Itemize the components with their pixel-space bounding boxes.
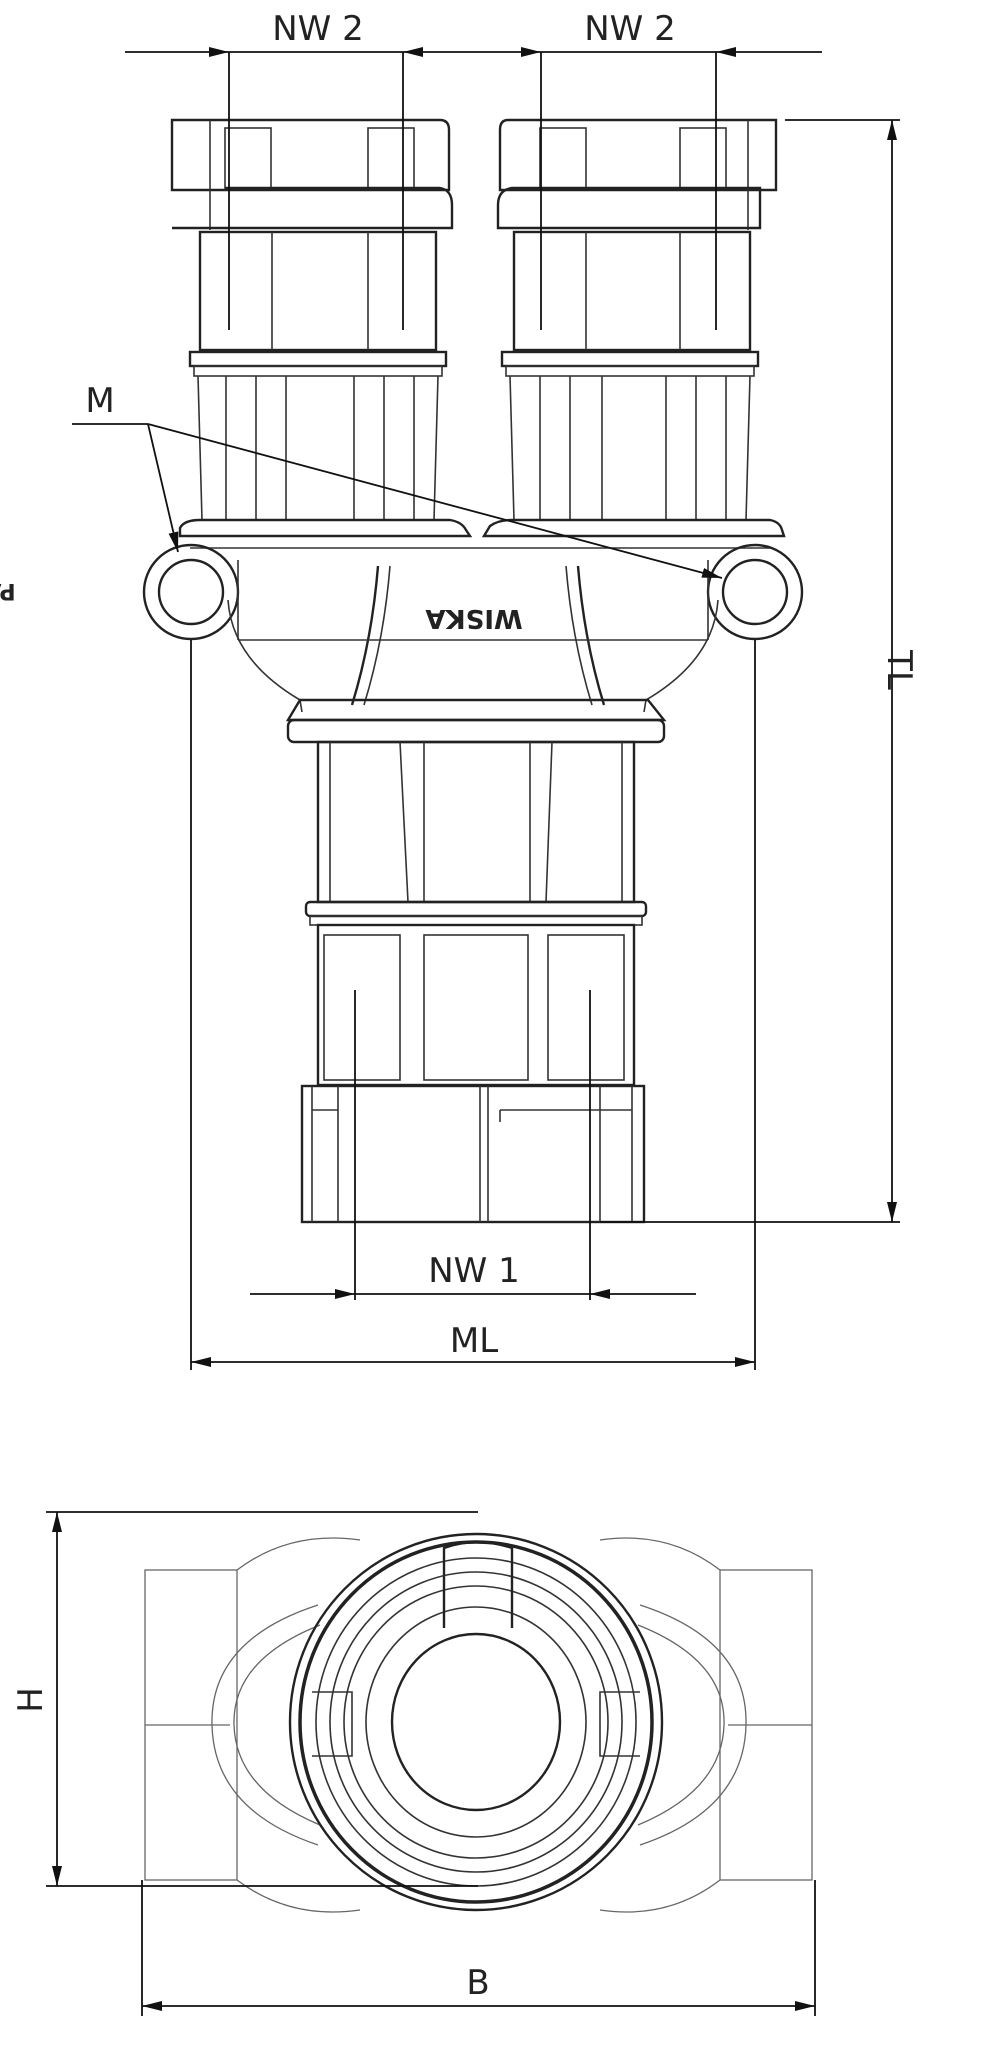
dim-label-nw1: NW 1 <box>428 1251 520 1291</box>
left-cable-gland <box>170 118 454 521</box>
dim-label-ml: ML <box>450 1321 498 1361</box>
top-view-dimensions: H B <box>11 1511 816 2016</box>
top-view <box>144 1532 813 1913</box>
dim-label-h: H <box>11 1687 51 1713</box>
lower-cable-gland <box>300 740 648 1224</box>
embossing-pa: PA <box>0 578 16 603</box>
dim-label-nw2-left: NW 2 <box>272 9 364 49</box>
dim-label-m: M <box>85 381 114 421</box>
dim-label-tl: TL <box>879 649 919 690</box>
right-cable-gland <box>496 118 778 521</box>
embossing-wiska: WISKA <box>425 603 522 633</box>
dim-label-nw2-right: NW 2 <box>584 9 676 49</box>
dim-label-b: B <box>466 1963 489 2003</box>
mounting-ring-left <box>142 543 240 641</box>
mounting-ring-right <box>706 543 804 641</box>
front-view-dimensions: NW 2 NW 2 TL M NW 1 ML <box>72 9 919 1370</box>
embossing: PA WISKA <box>0 578 523 633</box>
front-view: PA WISKA <box>0 118 804 1224</box>
